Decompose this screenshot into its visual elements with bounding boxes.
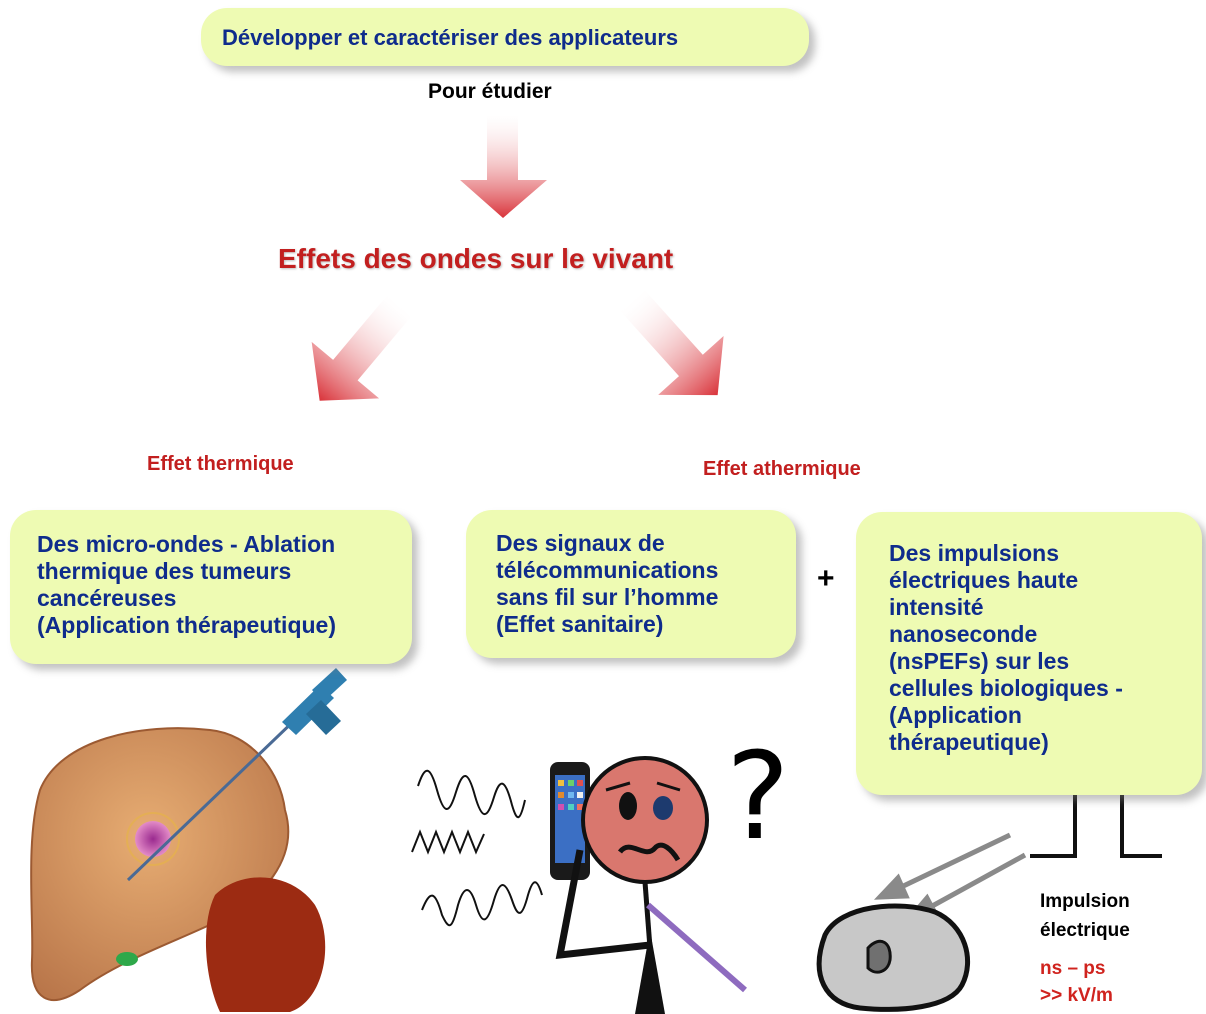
biological-cell-icon — [816, 903, 971, 1012]
heading-thermal: Effet thermique — [147, 453, 294, 475]
box-telecom-text: Des signaux de télécommunications sans f… — [496, 530, 719, 637]
question-mark: ? — [726, 728, 790, 867]
liver-ablation-illustration — [30, 668, 347, 1012]
pulse-parameters: ns – ps >> kV/m — [1040, 958, 1113, 1006]
pour-etudier-label: Pour étudier — [428, 80, 552, 103]
arrow-right-diagonal — [620, 289, 724, 396]
main-title: Effets des ondes sur le vivant — [278, 243, 674, 274]
down-arrow — [460, 115, 547, 218]
arrow-left-diagonal — [311, 294, 413, 401]
confused-person-illustration — [555, 756, 747, 1014]
heading-athermal: Effet athermique — [703, 458, 861, 480]
pulse-label: Impulsion électrique — [1040, 891, 1130, 941]
box-micro-ondes — [10, 510, 412, 664]
plus-sign: + — [817, 562, 835, 595]
box-micro-ondes-text: Des micro-ondes - Ablation thermique des… — [37, 531, 336, 638]
wireless-signals-icon — [411, 769, 543, 927]
top-box — [201, 8, 809, 66]
box-telecom — [466, 510, 796, 658]
top-box-text: Développer et caractériser des applicate… — [222, 25, 679, 50]
box-impulsions-text: Des impulsions électriques haute intensi… — [889, 540, 1123, 755]
box-impulsions — [856, 512, 1202, 795]
